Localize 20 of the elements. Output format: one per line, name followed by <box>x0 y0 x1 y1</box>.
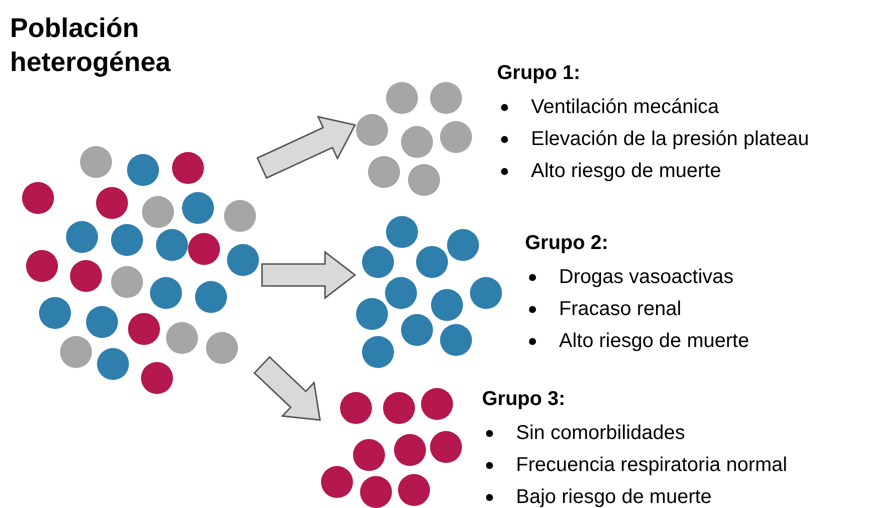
group-heading: Grupo 3: <box>482 388 566 410</box>
list-item: Fracaso renal <box>559 298 682 320</box>
group-heading: Grupo 2: <box>525 232 608 254</box>
block-arrow <box>253 356 321 421</box>
list-item: Ventilación mecánica <box>531 96 719 118</box>
group-cluster-drawing <box>320 390 465 508</box>
group-heading: Grupo 1: <box>497 62 580 84</box>
list-item: Elevación de la presión plateau <box>531 128 809 150</box>
title: Población heterogénea <box>10 12 172 79</box>
group-cluster-drawing <box>355 80 475 198</box>
list-item: Frecuencia respiratoria normal <box>516 454 788 476</box>
list-item: Sin comorbilidades <box>516 422 685 444</box>
list-item: Bajo riesgo de muerte <box>516 486 712 508</box>
block-arrow <box>256 116 356 179</box>
list-item: Alto riesgo de muerte <box>531 160 722 182</box>
block-arrow <box>261 250 356 300</box>
mixed-population-drawing <box>20 145 262 397</box>
group-cluster-drawing <box>355 215 505 370</box>
list-item: Drogas vasoactivas <box>559 266 734 288</box>
list-item: Alto riesgo de muerte <box>559 330 750 352</box>
